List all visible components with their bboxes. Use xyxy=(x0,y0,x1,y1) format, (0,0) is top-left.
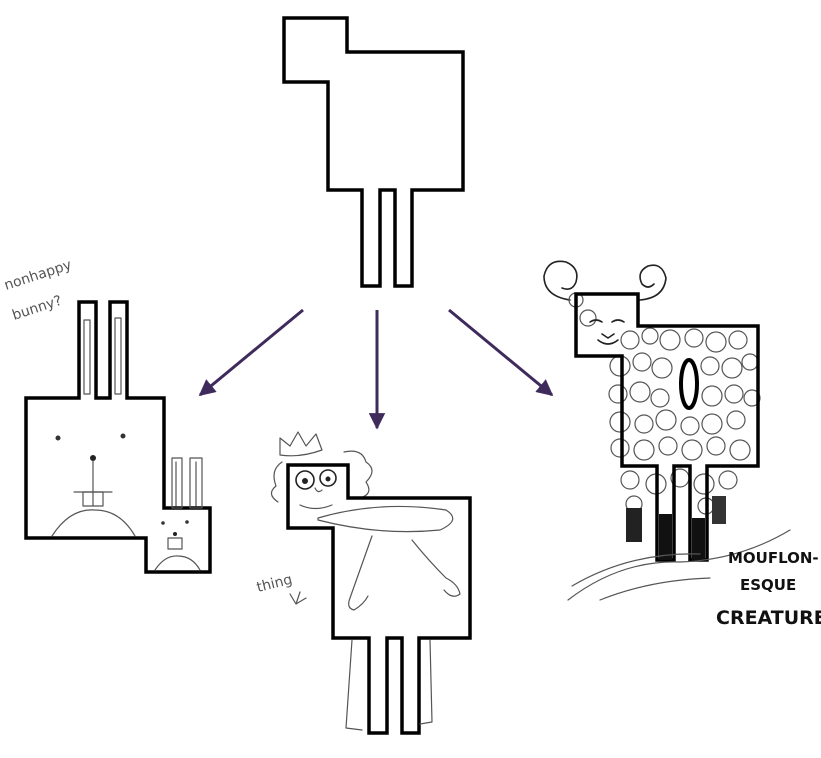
bunny-label-line2: bunny? xyxy=(10,293,64,324)
bunny-label-line1: nonhappy xyxy=(2,257,73,294)
mouflon-outline xyxy=(574,292,760,562)
mouflon-hoof-1 xyxy=(659,514,672,560)
thing-mouth xyxy=(299,504,333,510)
source-shape xyxy=(282,16,465,288)
mouflon-front-hoof xyxy=(626,508,642,542)
small-bunny-left-ear xyxy=(171,457,183,509)
mouflon-back-hoof xyxy=(712,496,726,524)
thing-label: thing xyxy=(255,572,294,596)
thing-legs xyxy=(345,639,433,731)
mouflon-label-line2: ESQUE xyxy=(740,576,796,594)
mouflon-left-horn xyxy=(543,260,578,301)
bunny-drawing: nonhappy bunny? xyxy=(2,257,212,574)
thing-left-pupil xyxy=(302,478,308,484)
mouflon-right-eye xyxy=(611,319,625,323)
bunny-outline xyxy=(24,300,212,574)
mouflon-nose xyxy=(601,333,615,339)
thing-right-eye xyxy=(319,469,337,487)
small-bunny-right-ear xyxy=(189,457,203,509)
bunny-right-eye xyxy=(120,433,126,439)
source-outline xyxy=(282,16,465,288)
thing-label-arrow xyxy=(289,591,307,605)
thing-crown xyxy=(279,431,323,457)
thing-left-eye xyxy=(295,470,315,490)
thing-right-pupil xyxy=(325,476,331,482)
mouflon-ground xyxy=(567,529,791,601)
small-bunny-body-curve xyxy=(154,555,201,571)
thing-body-oval xyxy=(317,505,454,533)
arrow-to-mouflon xyxy=(448,308,554,397)
mouflon-left-eye xyxy=(589,319,603,323)
mouflon-wool xyxy=(568,292,761,515)
mouflon-mouth xyxy=(597,339,619,345)
arrows xyxy=(198,308,554,430)
mouflon-body-mark xyxy=(679,358,699,410)
bunny-nose xyxy=(90,455,96,461)
bunny-left-ear-inner xyxy=(83,319,91,395)
thing-right-arm xyxy=(411,539,461,597)
small-bunny-right-eye xyxy=(185,520,189,524)
thing-nose xyxy=(314,487,323,493)
bunny-left-eye xyxy=(55,435,61,441)
small-bunny-teeth xyxy=(167,537,183,550)
thing-left-arm xyxy=(348,535,373,611)
arrow-to-bunny xyxy=(198,308,304,397)
thing-drawing: thing xyxy=(255,431,472,735)
bunny-right-ear-inner xyxy=(114,317,122,395)
mouflon-hoof-2 xyxy=(692,518,705,560)
small-bunny-nose xyxy=(173,532,177,536)
thing-hair xyxy=(270,450,373,503)
mouflon-drawing: MOUFLON- ESQUE CREATURE xyxy=(543,260,821,629)
small-bunny-left-eye xyxy=(161,521,165,525)
mouflon-label-line1: MOUFLON- xyxy=(728,549,819,567)
bunny-body-curve xyxy=(51,509,136,537)
mouflon-right-horn xyxy=(639,264,667,301)
thing-outline xyxy=(286,463,472,735)
mouflon-label-line3: CREATURE xyxy=(716,607,821,629)
